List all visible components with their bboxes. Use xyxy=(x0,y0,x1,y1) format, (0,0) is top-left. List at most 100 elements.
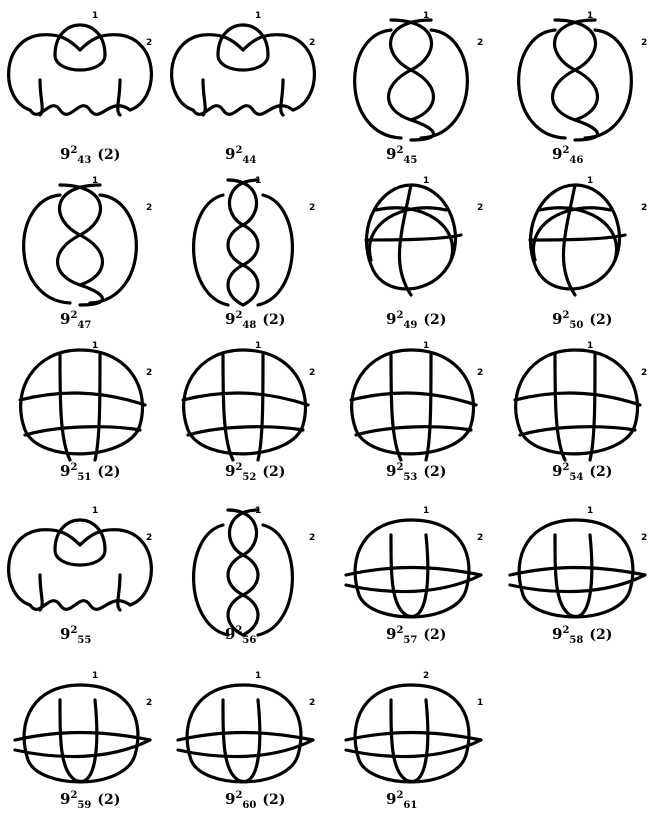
link-diagram: 12 xyxy=(163,495,323,645)
multiplicity-note: (2) xyxy=(262,792,285,808)
component-marker: 1 xyxy=(423,341,429,351)
link-diagram: 12 xyxy=(0,330,160,480)
component-marker: 2 xyxy=(146,38,152,48)
component-marker: 1 xyxy=(587,506,593,516)
crossing-number: 9 xyxy=(60,462,70,480)
component-marker: 1 xyxy=(255,671,261,681)
link-strand xyxy=(223,700,260,782)
crossing-number: 9 xyxy=(225,145,235,163)
link-strand xyxy=(520,427,635,435)
multiplicity-note: (2) xyxy=(589,464,612,480)
link-index: 61 xyxy=(403,800,417,811)
crossing-number: 9 xyxy=(60,145,70,163)
component-marker: 1 xyxy=(92,11,98,21)
link-index: 60 xyxy=(242,800,256,811)
link-strand xyxy=(228,180,258,305)
link-diagram: 12 xyxy=(331,330,491,480)
link-index: 54 xyxy=(569,472,583,483)
link-strand xyxy=(40,575,42,610)
link-label: 9246 xyxy=(552,145,583,166)
component-marker: 2 xyxy=(146,368,152,378)
link-strand xyxy=(243,35,314,110)
crossing-number: 9 xyxy=(225,462,235,480)
link-label: 9243(2) xyxy=(60,145,120,166)
link-diagram: 12 xyxy=(0,0,160,150)
link-strand xyxy=(366,235,461,240)
link-strand xyxy=(60,185,103,285)
component-marker: 2 xyxy=(641,533,647,543)
link-strand xyxy=(228,510,258,635)
link-strand xyxy=(533,208,610,260)
component-marker: 1 xyxy=(423,11,429,21)
crossing-number: 9 xyxy=(225,310,235,328)
link-label: 9260(2) xyxy=(225,790,285,811)
component-marker: 2 xyxy=(146,698,152,708)
link-strand xyxy=(391,700,428,782)
link-strand xyxy=(426,355,431,460)
link-strand xyxy=(172,35,243,110)
link-strand xyxy=(80,35,151,110)
link-strand xyxy=(258,525,292,635)
link-strand xyxy=(346,568,481,592)
link-diagram-cell: 12 xyxy=(0,0,160,160)
component-marker: 1 xyxy=(255,176,261,186)
link-diagram: 12 xyxy=(331,0,491,150)
link-strand xyxy=(590,355,595,460)
crossing-number: 9 xyxy=(386,790,396,808)
link-label: 9247 xyxy=(60,310,91,331)
component-marker: 2 xyxy=(477,368,483,378)
link-strand xyxy=(25,427,140,435)
link-strand xyxy=(369,208,446,260)
link-diagram: 12 xyxy=(495,495,652,645)
crossing-number: 9 xyxy=(225,790,235,808)
link-diagram: 12 xyxy=(163,660,323,810)
component-marker: 2 xyxy=(309,368,315,378)
link-diagram: 12 xyxy=(495,330,652,480)
link-strand xyxy=(30,106,130,115)
multiplicity-note: (2) xyxy=(589,627,612,643)
component-marker: 1 xyxy=(587,176,593,186)
component-marker: 2 xyxy=(477,533,483,543)
link-strand xyxy=(555,355,565,460)
link-label: 9255 xyxy=(60,625,91,646)
link-strand xyxy=(352,350,474,454)
link-strand xyxy=(530,235,625,240)
component-marker: 1 xyxy=(255,506,261,516)
link-strand xyxy=(194,195,228,305)
link-strand xyxy=(218,25,268,70)
crossing-number: 9 xyxy=(386,462,396,480)
link-strand xyxy=(281,80,283,115)
component-marker: 2 xyxy=(309,203,315,213)
link-strand xyxy=(184,350,306,454)
component-marker: 1 xyxy=(92,671,98,681)
link-strand xyxy=(376,208,453,260)
link-diagram: 12 xyxy=(331,165,491,315)
component-marker: 1 xyxy=(92,341,98,351)
link-strand xyxy=(40,80,42,115)
crossing-number: 9 xyxy=(552,462,562,480)
link-label: 9258(2) xyxy=(552,625,612,646)
crossing-number: 9 xyxy=(552,145,562,163)
link-index: 53 xyxy=(403,472,417,483)
component-marker: 1 xyxy=(423,506,429,516)
component-marker: 1 xyxy=(587,341,593,351)
component-marker: 2 xyxy=(309,698,315,708)
component-marker: 1 xyxy=(477,698,483,708)
link-strand xyxy=(258,355,263,460)
link-diagram: 12 xyxy=(495,0,652,150)
link-strand xyxy=(555,535,592,617)
link-strand xyxy=(9,35,80,110)
component-marker: 2 xyxy=(477,38,483,48)
link-diagram: 12 xyxy=(0,495,160,645)
link-label: 9253(2) xyxy=(386,462,446,483)
link-diagram-cell: 12 xyxy=(163,0,323,160)
link-strand xyxy=(515,393,640,405)
component-marker: 2 xyxy=(146,203,152,213)
link-strand xyxy=(391,535,428,617)
link-strand xyxy=(95,355,100,460)
crossing-number: 9 xyxy=(225,625,235,643)
link-label: 9259(2) xyxy=(60,790,120,811)
link-strand xyxy=(9,530,80,605)
component-marker: 2 xyxy=(146,533,152,543)
